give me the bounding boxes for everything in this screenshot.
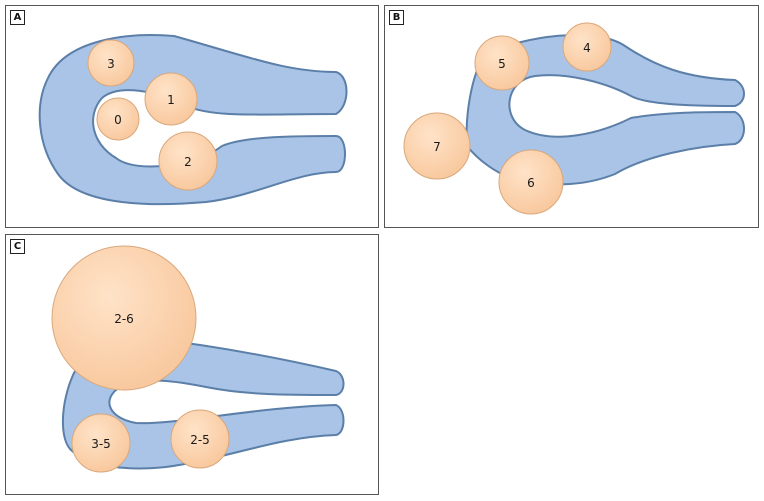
panel-c: C 2-6 3-5 2-5 <box>5 234 379 495</box>
svg-text:2-5: 2-5 <box>190 433 210 447</box>
svg-text:0: 0 <box>114 113 122 127</box>
svg-text:6: 6 <box>527 176 535 190</box>
panel-b: B 5 4 7 6 <box>384 5 759 228</box>
svg-text:4: 4 <box>583 41 591 55</box>
panel-a: A 3 0 1 2 <box>5 5 379 228</box>
panel-b-label: B <box>389 10 404 25</box>
svg-text:3-5: 3-5 <box>91 437 111 451</box>
svg-text:2-6: 2-6 <box>114 312 134 326</box>
circle-6: 6 <box>498 149 564 215</box>
circle-5: 5 <box>474 35 530 91</box>
svg-text:5: 5 <box>498 57 506 71</box>
circle-2-5: 2-5 <box>170 409 230 469</box>
circle-1: 1 <box>144 72 198 126</box>
circle-4: 4 <box>562 22 612 72</box>
circle-3: 3 <box>87 39 135 87</box>
circle-3-5: 3-5 <box>71 413 131 473</box>
svg-text:2: 2 <box>184 155 192 169</box>
circle-7: 7 <box>403 112 471 180</box>
panel-a-diagram: 3 0 1 2 <box>38 34 348 206</box>
circle-2-6: 2-6 <box>51 245 197 391</box>
svg-text:1: 1 <box>167 93 175 107</box>
panel-b-diagram: 5 4 7 6 <box>403 22 745 215</box>
svg-text:3: 3 <box>107 57 115 71</box>
panel-c-label: C <box>10 239 25 254</box>
circle-2: 2 <box>158 131 218 191</box>
panel-c-diagram: 2-6 3-5 2-5 <box>51 245 345 473</box>
svg-text:7: 7 <box>433 140 441 154</box>
panel-a-label: A <box>10 10 25 25</box>
circle-0: 0 <box>96 97 140 141</box>
